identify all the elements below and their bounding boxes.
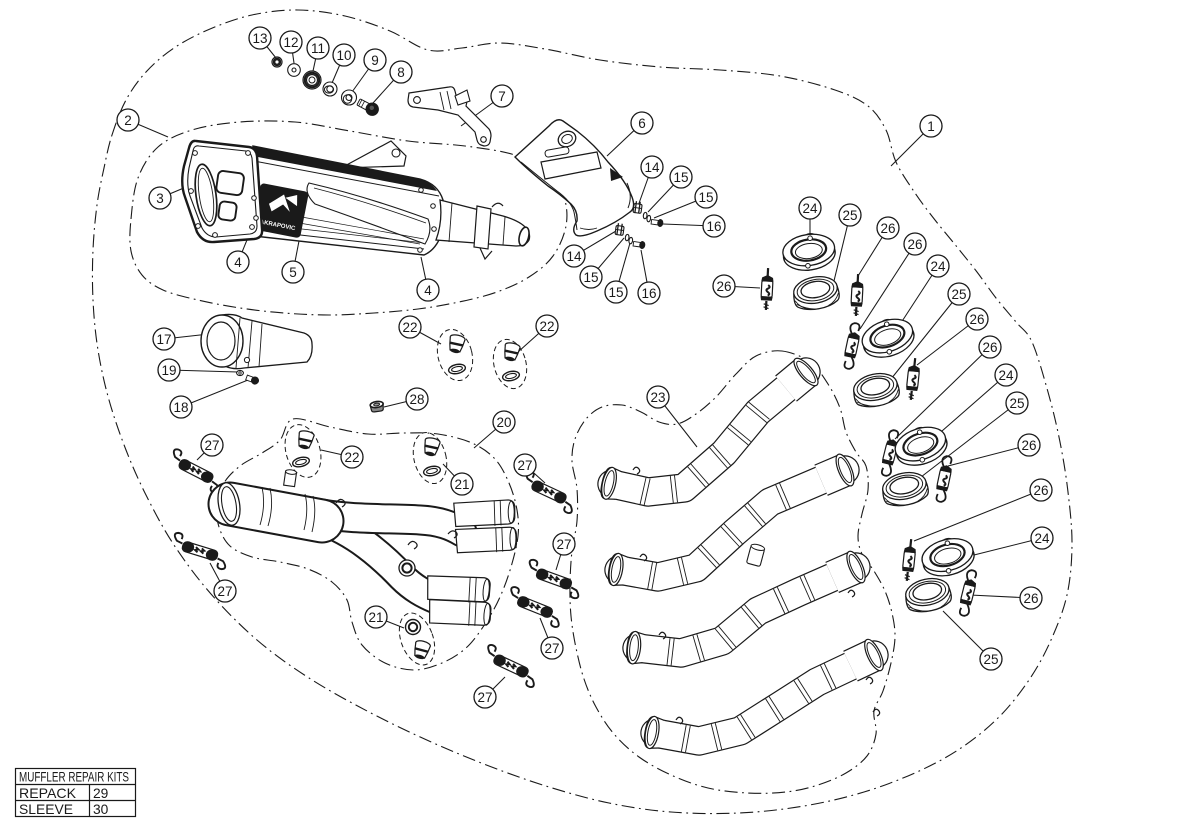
svg-text:14: 14 — [644, 160, 660, 175]
svg-text:22: 22 — [402, 320, 417, 335]
svg-text:26: 26 — [907, 237, 922, 252]
svg-text:10: 10 — [336, 48, 351, 63]
svg-text:21: 21 — [454, 477, 469, 492]
svg-text:3: 3 — [156, 191, 164, 206]
svg-text:23: 23 — [650, 390, 665, 405]
svg-text:2: 2 — [124, 113, 132, 128]
svg-text:27: 27 — [204, 438, 219, 453]
svg-text:16: 16 — [641, 286, 656, 301]
svg-text:25: 25 — [1009, 396, 1024, 411]
svg-text:24: 24 — [930, 259, 946, 274]
svg-text:13: 13 — [252, 31, 267, 46]
svg-text:MUFFLER REPAIR KITS: MUFFLER REPAIR KITS — [19, 770, 129, 785]
svg-text:29: 29 — [93, 786, 109, 801]
svg-text:27: 27 — [217, 584, 232, 599]
svg-text:REPACK: REPACK — [19, 786, 77, 801]
svg-text:24: 24 — [1034, 531, 1050, 546]
svg-text:27: 27 — [544, 641, 559, 656]
svg-text:SLEEVE: SLEEVE — [19, 802, 73, 817]
svg-text:26: 26 — [969, 312, 984, 327]
svg-text:26: 26 — [1033, 483, 1048, 498]
svg-text:27: 27 — [477, 690, 492, 705]
svg-text:4: 4 — [234, 255, 242, 270]
svg-text:22: 22 — [539, 319, 554, 334]
svg-text:27: 27 — [517, 458, 532, 473]
svg-text:19: 19 — [161, 363, 176, 378]
svg-text:15: 15 — [698, 190, 713, 205]
svg-text:25: 25 — [983, 652, 998, 667]
svg-text:11: 11 — [311, 41, 325, 56]
svg-text:24: 24 — [802, 201, 818, 216]
svg-text:26: 26 — [1021, 438, 1036, 453]
svg-text:8: 8 — [397, 65, 405, 80]
svg-text:15: 15 — [673, 170, 688, 185]
svg-text:27: 27 — [556, 537, 571, 552]
svg-text:12: 12 — [283, 35, 298, 50]
svg-text:24: 24 — [998, 368, 1014, 383]
svg-text:7: 7 — [498, 89, 506, 104]
svg-text:26: 26 — [880, 221, 895, 236]
svg-text:15: 15 — [583, 270, 598, 285]
svg-text:14: 14 — [566, 249, 582, 264]
svg-text:17: 17 — [156, 332, 171, 347]
svg-text:5: 5 — [289, 265, 297, 280]
svg-text:26: 26 — [716, 279, 731, 294]
svg-text:4: 4 — [424, 283, 432, 298]
svg-text:30: 30 — [93, 802, 109, 817]
svg-text:25: 25 — [951, 287, 966, 302]
svg-text:1: 1 — [927, 119, 935, 134]
svg-text:21: 21 — [368, 610, 383, 625]
svg-text:18: 18 — [173, 400, 188, 415]
svg-text:26: 26 — [982, 340, 997, 355]
svg-text:22: 22 — [344, 450, 359, 465]
svg-text:20: 20 — [496, 415, 511, 430]
svg-text:6: 6 — [638, 116, 646, 131]
svg-text:16: 16 — [706, 219, 721, 234]
svg-text:26: 26 — [1023, 591, 1038, 606]
svg-text:15: 15 — [608, 285, 623, 300]
svg-text:28: 28 — [409, 392, 424, 407]
svg-text:9: 9 — [371, 53, 379, 68]
svg-text:25: 25 — [842, 208, 857, 223]
